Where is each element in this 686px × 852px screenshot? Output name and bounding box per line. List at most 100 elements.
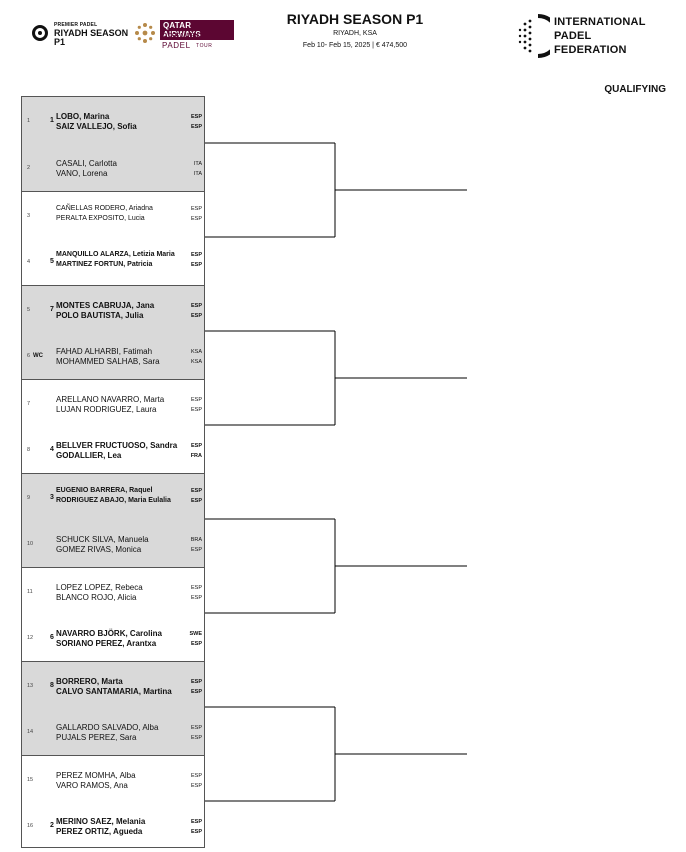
player-name: ARELLANO NAVARRO, Marta bbox=[56, 395, 165, 404]
player-name: LUJAN RODRIGUEZ, Laura bbox=[56, 405, 157, 414]
player-name: SORIANO PEREZ, Arantxa bbox=[56, 639, 157, 648]
country-codes: SWE ESP bbox=[189, 629, 202, 649]
country-code: ESP bbox=[190, 829, 202, 835]
player-name: BELLVER FRUCTUOSO, Sandra bbox=[56, 441, 178, 450]
country-code: ESP bbox=[190, 735, 202, 741]
country-code: ESP bbox=[190, 407, 202, 413]
entry-number: 7 bbox=[27, 401, 31, 407]
country-codes: ESP ESP bbox=[191, 204, 202, 224]
player-name: FAHAD ALHARBI, Fatimah bbox=[56, 347, 153, 356]
player-name: PERALTA EXPOSITO, Lucia bbox=[56, 215, 145, 222]
country-code: ESP bbox=[190, 488, 202, 494]
entry-number: 13 bbox=[27, 683, 34, 689]
country-code: ESP bbox=[190, 595, 202, 601]
entry-number: 9 bbox=[27, 495, 31, 501]
player-name: PEREZ ORTIZ, Agueda bbox=[56, 827, 143, 836]
country-code: ESP bbox=[190, 641, 202, 647]
country-code: ESP bbox=[190, 679, 202, 685]
seed-number: 1 bbox=[50, 117, 54, 124]
player-name: CALVO SANTAMARIA, Martina bbox=[56, 687, 172, 696]
logo-small-text: PREMIER PADEL bbox=[54, 22, 98, 28]
country-code: SWE bbox=[189, 631, 202, 637]
dates-prize-text: Feb 10- Feb 15, 2025 | € 474,500 bbox=[302, 42, 408, 49]
country-code: ESP bbox=[190, 498, 202, 504]
entry-number: 5 bbox=[27, 307, 31, 313]
riyadh-season-logo: PREMIER PADEL RIYADH SEASON P1 bbox=[32, 22, 132, 50]
entry-number: 2 bbox=[27, 165, 31, 171]
country-code: ESP bbox=[190, 547, 202, 553]
player-name: RODRIGUEZ ABAJO, Maria Eulalia bbox=[56, 497, 171, 504]
country-code: ESP bbox=[190, 689, 202, 695]
country-codes: ESP ESP bbox=[191, 301, 202, 321]
country-code: KSA bbox=[190, 359, 202, 365]
seed-number: 4 bbox=[50, 446, 54, 453]
player-name: NAVARRO BJÖRK, Carolina bbox=[56, 629, 162, 638]
player-name: GOMEZ RIVAS, Monica bbox=[56, 545, 142, 554]
country-code: ESP bbox=[190, 262, 202, 268]
country-codes: ESP ESP bbox=[191, 395, 202, 415]
country-code: ESP bbox=[190, 303, 202, 309]
player-name: BLANCO ROJO, Alicia bbox=[56, 593, 137, 602]
entry-number: 15 bbox=[27, 777, 34, 783]
country-code: ESP bbox=[190, 114, 202, 120]
country-code: ESP bbox=[190, 725, 202, 731]
country-code: ESP bbox=[190, 313, 202, 319]
seed-number: 5 bbox=[50, 258, 54, 265]
country-codes: ESP ESP bbox=[191, 677, 202, 697]
location-text: RIYADH, KSA bbox=[333, 30, 377, 37]
entry-number: 3 bbox=[27, 213, 31, 219]
entry-number: 4 bbox=[27, 259, 31, 265]
logo-line-1: RIYADH SEASON bbox=[54, 28, 129, 38]
country-code: ESP bbox=[190, 206, 202, 212]
country-code: ESP bbox=[190, 216, 202, 222]
country-code: ESP bbox=[190, 397, 202, 403]
entry-number: 6 bbox=[27, 353, 31, 359]
player-name: VARO RAMOS, Ana bbox=[56, 781, 128, 790]
country-codes: ESP ESP bbox=[191, 486, 202, 506]
country-code: FRA bbox=[190, 453, 202, 459]
player-name: LOPEZ LOPEZ, Rebeca bbox=[56, 583, 143, 592]
country-code: ESP bbox=[190, 124, 202, 130]
player-name: MOHAMMED SALHAB, Sara bbox=[56, 357, 160, 366]
country-code: ESP bbox=[190, 252, 202, 258]
country-code: ESP bbox=[190, 443, 202, 449]
country-codes: ESP ESP bbox=[191, 112, 202, 132]
player-name: BORRERO, Marta bbox=[56, 677, 123, 686]
country-codes: ESP FRA bbox=[191, 441, 202, 461]
player-name: PEREZ MOMHA, Alba bbox=[56, 771, 136, 780]
page-title: RIYADH SEASON P1 bbox=[286, 11, 424, 27]
entry-number: 8 bbox=[27, 447, 31, 453]
player-name: CASALI, Carlotta bbox=[56, 159, 117, 168]
section-label: QUALIFYING bbox=[604, 84, 666, 95]
player-name: POLO BAUTISTA, Julia bbox=[56, 311, 144, 320]
premier-padel-badge-icon bbox=[32, 25, 48, 41]
player-name: MARTINEZ FORTUN, Patricia bbox=[56, 261, 153, 268]
qa-brand-text: QATAR AIRWAYS bbox=[160, 20, 234, 40]
flower-icon bbox=[135, 23, 155, 43]
player-name: MANQUILLO ALARZA, Letizia Maria bbox=[56, 251, 175, 258]
player-name: PUJALS PEREZ, Sara bbox=[56, 733, 137, 742]
